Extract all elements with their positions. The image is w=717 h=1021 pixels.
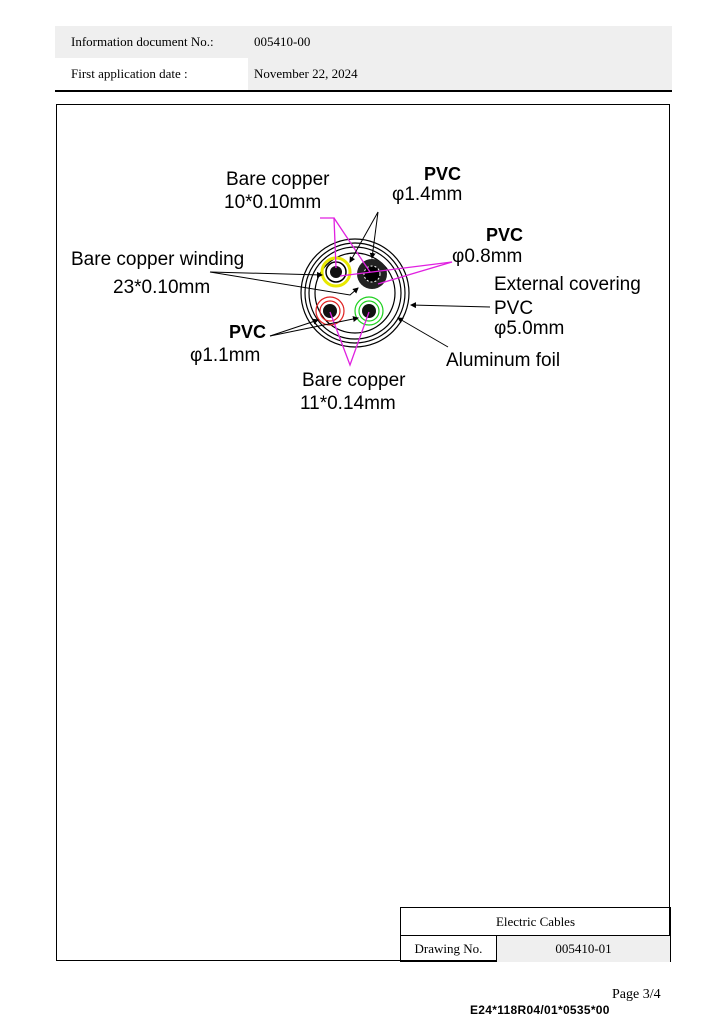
doc-number-value: 005410-00 — [248, 26, 672, 58]
doc-number-label: Information document No.: — [55, 26, 248, 58]
label-pvc-3-spec: φ1.1mm — [190, 345, 260, 366]
label-bare-copper-2: Bare copper — [302, 370, 406, 391]
core-black — [357, 259, 387, 289]
label-foil: Aluminum foil — [446, 350, 560, 371]
date-label: First application date : — [71, 66, 188, 81]
label-external: External covering — [494, 274, 641, 295]
label-pvc-2: PVC — [486, 225, 523, 245]
label-external-spec: φ5.0mm — [494, 318, 564, 339]
label-winding: Bare copper winding — [71, 249, 244, 270]
cable-jacket — [300, 238, 410, 348]
date-value: November 22, 2024 — [248, 58, 672, 90]
label-bare-copper-1-spec: 10*0.10mm — [224, 192, 321, 213]
doc-number-row: Information document No.: 005410-00 — [55, 26, 672, 58]
label-external-pvc: PVC — [494, 298, 533, 319]
black-leaders — [209, 211, 491, 348]
magenta-leaders — [320, 217, 453, 367]
label-bare-copper-2-spec: 11*0.14mm — [300, 393, 396, 414]
drawing-no-label: Drawing No. — [401, 936, 497, 962]
page-number: Page 3/4 — [612, 987, 661, 1002]
label-pvc-1-spec: φ1.4mm — [392, 184, 462, 205]
label-bare-copper-1: Bare copper — [226, 169, 330, 190]
document-code: E24*118R04/01*0535*00 — [470, 1003, 610, 1017]
label-pvc-2-spec: φ0.8mm — [452, 246, 522, 267]
title-block: Electric Cables Drawing No. 005410-01 — [400, 907, 671, 962]
drawing-title: Electric Cables — [401, 908, 670, 936]
date-row: First application date : November 22, 20… — [55, 58, 672, 92]
drawing-no-value: 005410-01 — [497, 936, 670, 962]
core-red — [315, 296, 345, 326]
drawing-frame — [56, 104, 670, 961]
label-winding-spec: 23*0.10mm — [113, 277, 210, 298]
core-green — [354, 296, 384, 326]
label-pvc-1: PVC — [424, 164, 461, 184]
label-pvc-3: PVC — [229, 322, 266, 342]
